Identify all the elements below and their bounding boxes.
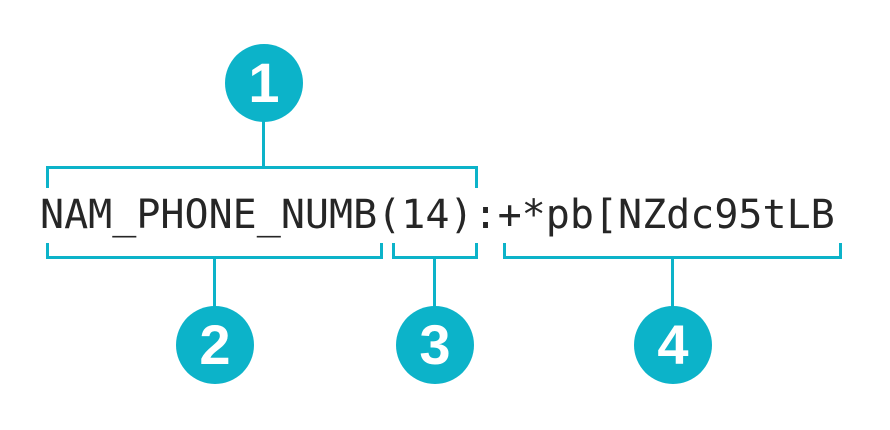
callout-1-connector-line: [262, 121, 265, 167]
header-segment-bracket: [46, 166, 478, 188]
token-separator: :: [473, 192, 498, 238]
length-segment-bracket: [392, 243, 478, 259]
value-segment-bracket: [503, 243, 842, 259]
callout-badge-1: 1: [225, 44, 303, 122]
callout-badge-2: 2: [176, 306, 254, 384]
token-length: (14): [377, 192, 474, 238]
callout-4-connector-line: [671, 258, 674, 307]
token-field-name: NAM_PHONE_NUMB: [40, 192, 378, 238]
callout-2-connector-line: [213, 258, 216, 307]
callout-3-connector-line: [433, 258, 436, 307]
token-value: +*pb[NZdc95tLB: [497, 192, 835, 238]
callout-badge-4: 4: [634, 306, 712, 384]
callout-badge-3: 3: [396, 306, 474, 384]
field-name-segment-bracket: [46, 243, 383, 259]
token-text: NAM_PHONE_NUMB(14):+*pb[NZdc95tLB: [40, 192, 835, 238]
